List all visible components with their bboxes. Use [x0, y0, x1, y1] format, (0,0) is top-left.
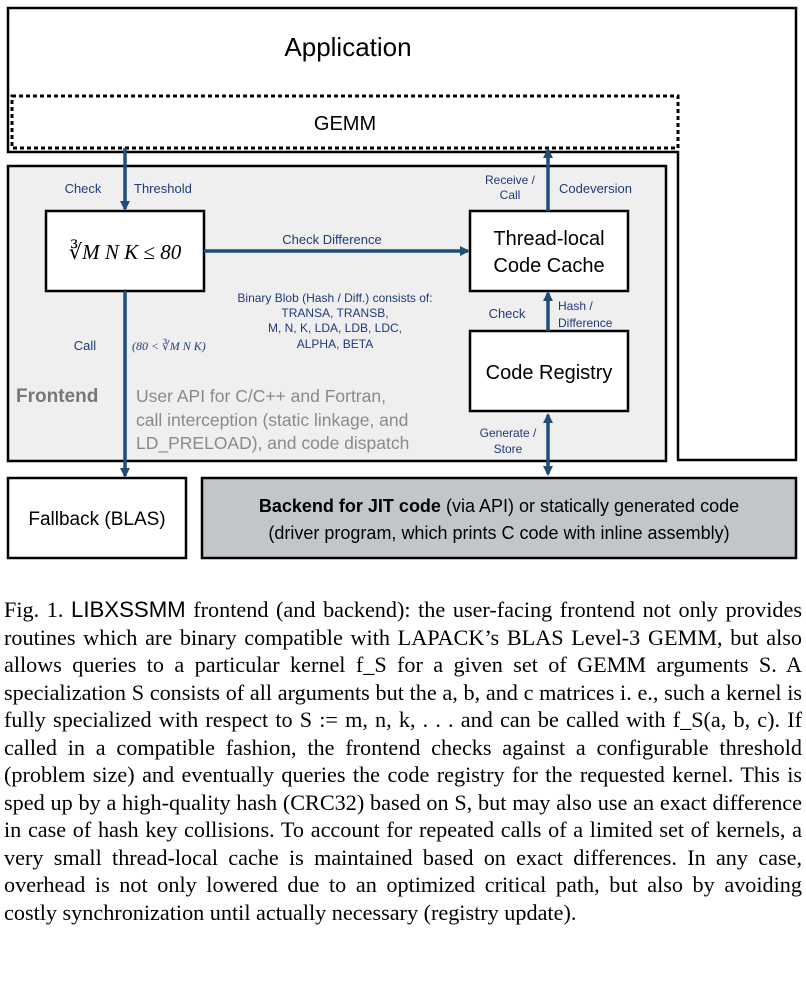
frontend-desc-2: call interception (static linkage, and — [136, 410, 408, 430]
fallback-label: Fallback (BLAS) — [28, 509, 165, 530]
check-label: Check — [65, 181, 102, 196]
threshold-formula: ∛M N K ≤ 80 — [69, 239, 182, 264]
code-registry-label: Code Registry — [486, 362, 613, 384]
frontend-label: Frontend — [16, 386, 98, 407]
receive-call-label-1: Receive / — [485, 173, 536, 187]
caption-text: frontend (and backend): the user-facing … — [4, 597, 802, 925]
call-label: Call — [74, 338, 97, 353]
caption-fig-number: Fig. 1. — [4, 597, 64, 622]
fallback-box — [6, 476, 188, 560]
check2-label: Check — [489, 306, 526, 321]
caption-library-name: LIBXSSMM — [71, 597, 186, 622]
backend-bold-label: Backend for JIT code — [259, 496, 441, 516]
gemm-label: GEMM — [314, 113, 376, 135]
backend-line-2: (driver program, which prints C code wit… — [268, 523, 729, 543]
code-cache-box — [468, 209, 630, 293]
blob-note-3: M, N, K, LDA, LDB, LDC, — [268, 321, 402, 335]
blob-note-1: Binary Blob (Hash / Diff.) consists of: — [237, 291, 432, 305]
code-cache-label-1: Thread-local — [493, 228, 604, 250]
backend-rest-label: (via API) or statically generated code — [441, 496, 739, 516]
backend-box — [200, 476, 798, 560]
generate-store-label-1: Generate / — [480, 426, 537, 440]
figure-caption: Fig. 1. LIBXSSMM frontend (and backend):… — [4, 596, 802, 926]
check-difference-label: Check Difference — [282, 232, 381, 247]
blob-note-2: TRANSA, TRANSB, — [281, 306, 388, 320]
generate-store-label-2: Store — [494, 442, 523, 456]
backend-line-1: Backend for JIT code (via API) or static… — [259, 496, 739, 516]
frontend-desc-3: LD_PRELOAD), and code dispatch — [136, 433, 409, 454]
gemm-box — [10, 94, 680, 150]
application-label: Application — [284, 32, 411, 62]
hash-difference-label-2: Difference — [558, 316, 613, 330]
call-condition-label: (80 < ∛M N K) — [132, 338, 206, 353]
architecture-diagram: Application GEMM ∛M N K ≤ 80 Thread-loca… — [6, 6, 798, 560]
frontend-desc-1: User API for C/C++ and Fortran, — [136, 386, 386, 406]
code-cache-label-2: Code Cache — [493, 255, 604, 277]
threshold-label: Threshold — [134, 181, 192, 196]
blob-note-4: ALPHA, BETA — [297, 337, 373, 351]
hash-difference-label-1: Hash / — [558, 299, 593, 313]
receive-call-label-2: Call — [500, 188, 521, 202]
codeversion-label: Codeversion — [559, 181, 632, 196]
